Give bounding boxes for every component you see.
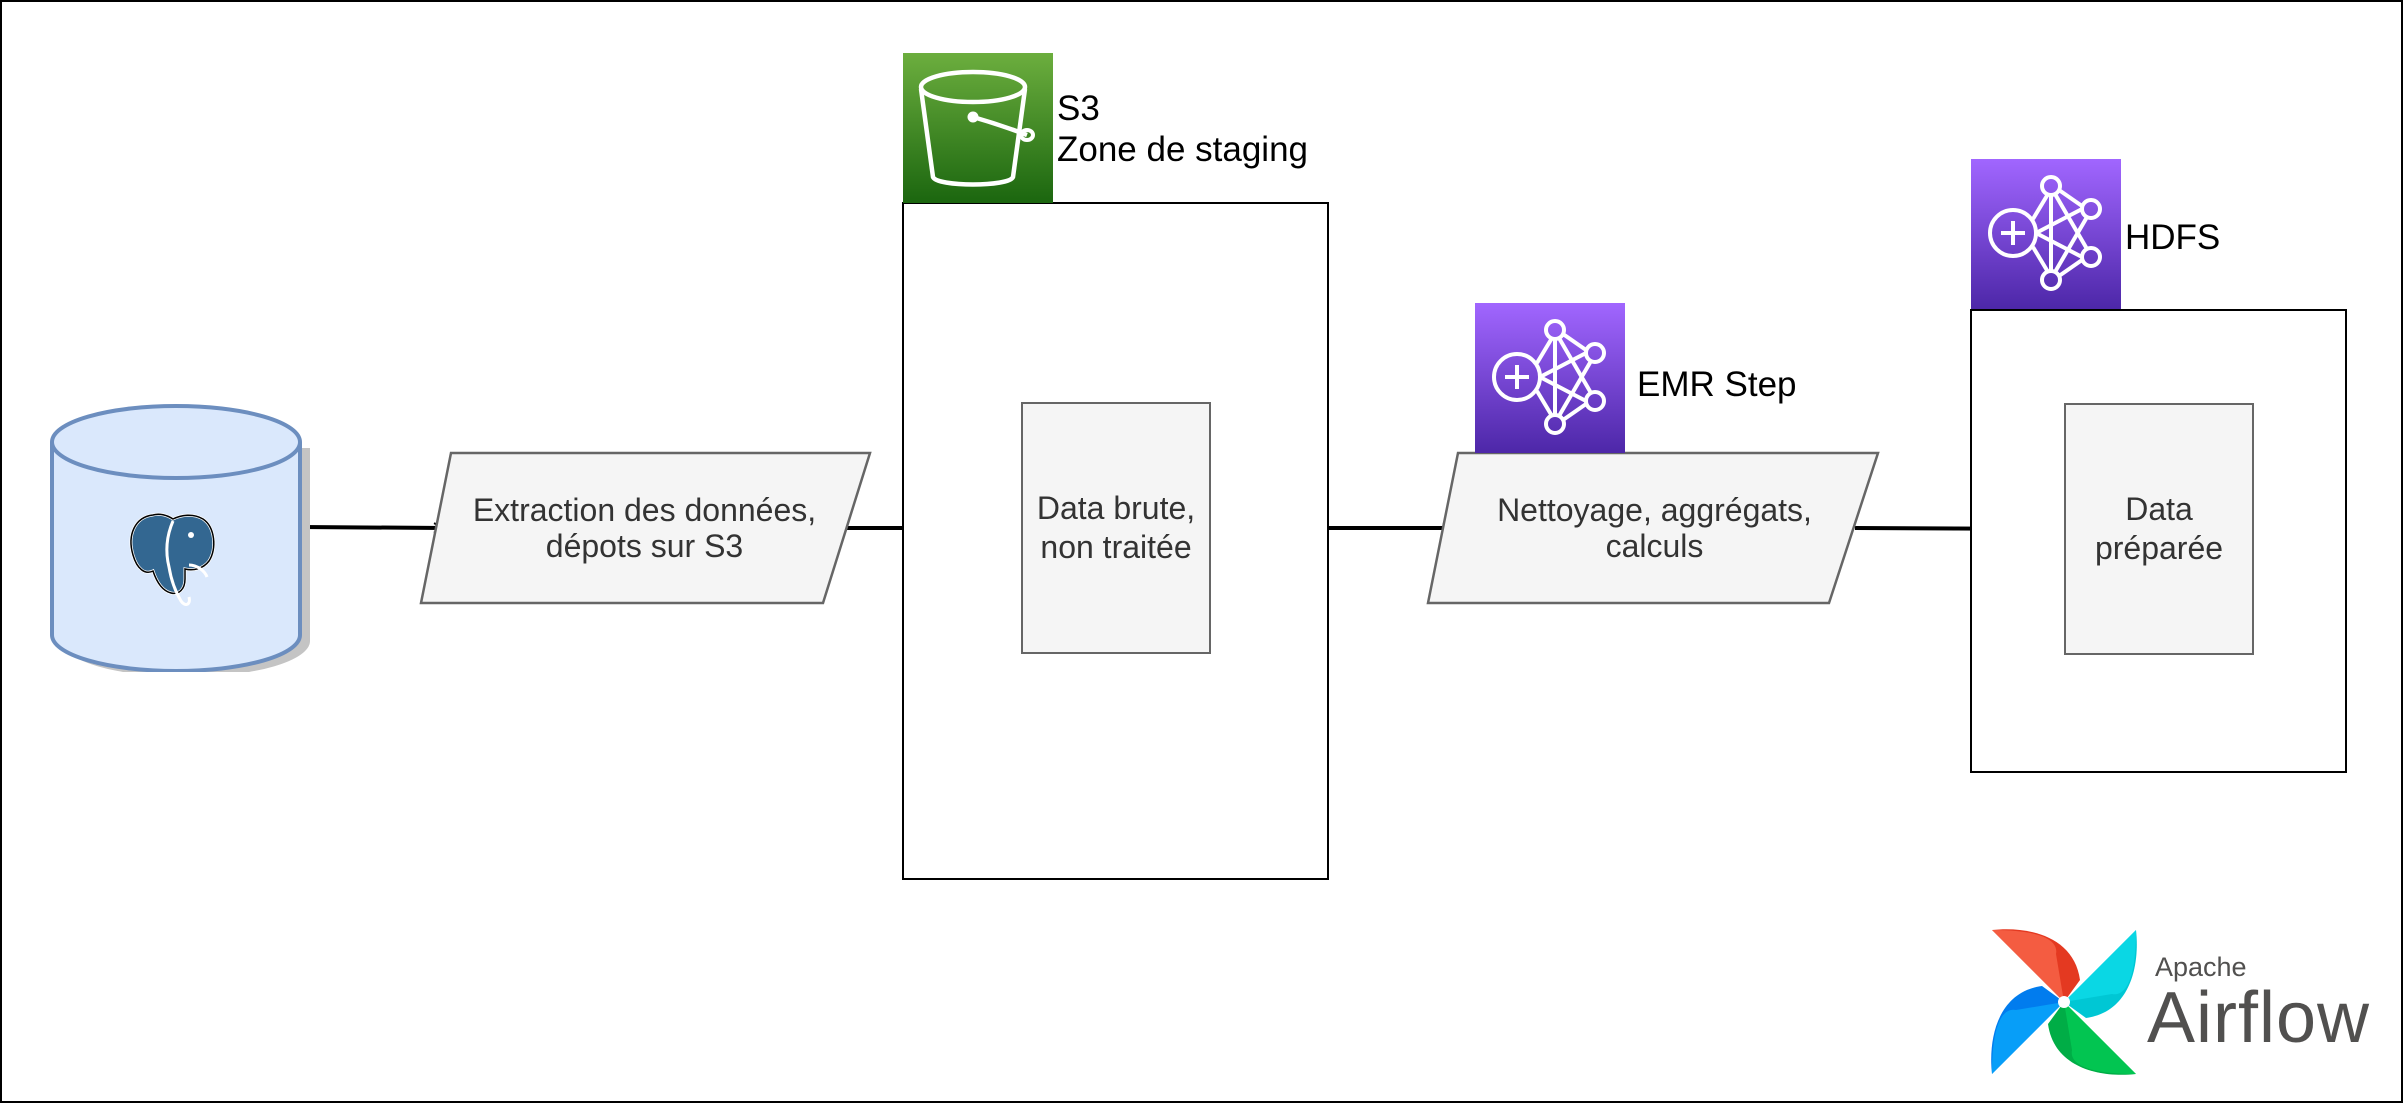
airflow-logo-apache: Apache [2155,952,2247,982]
arrow-db-to-extraction [301,527,443,528]
hdfs-title: HDFS [2125,218,2221,257]
s3-title: S3 Zone de staging [1057,89,1309,169]
emr-parallelogram [1426,451,1880,605]
prepared-data-box: Data préparée [2064,403,2254,655]
prepared-data-label: Data préparée [2094,491,2224,566]
emr-step-text: Nettoyage, aggrégats, calculs [1497,492,1812,564]
emr-step-label: Nettoyage, aggrégats, calculs [1462,453,1847,603]
extraction-step-text: Extraction des données, dépots sur S3 [472,492,817,564]
emr-icon [1475,303,1625,453]
emr-step-title: EMR Step [1637,365,1797,404]
postgresql-elephant-icon [129,512,216,606]
extraction-parallelogram [419,451,872,605]
raw-data-box: Data brute, non traitée [1021,402,1211,654]
airflow-pinwheel-icon [1991,929,2137,1075]
hdfs-emr-icon [1971,159,2121,309]
airflow-logo-airflow: Airflow [2147,978,2371,1058]
raw-data-label: Data brute, non traitée [1036,490,1196,565]
s3-bucket-icon [903,53,1053,203]
hdfs-container [1970,309,2347,773]
extraction-step-label: Extraction des données, dépots sur S3 [452,453,837,603]
